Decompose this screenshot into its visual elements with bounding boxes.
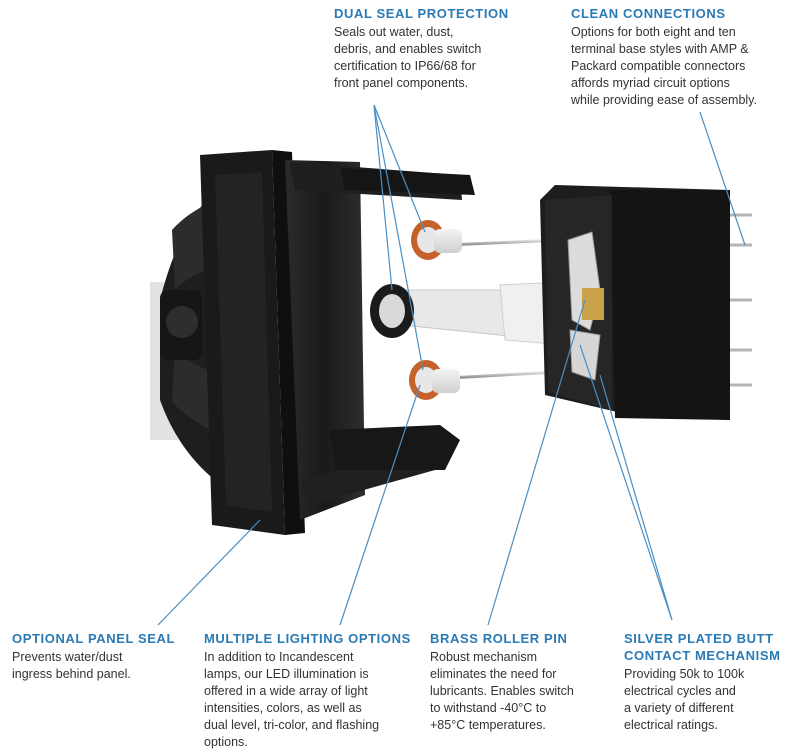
callout-title: BRASS ROLLER PIN xyxy=(430,631,568,646)
callout-body: In addition to Incandescent lamps, our L… xyxy=(204,650,380,749)
callout-multiple-lighting-options: MULTIPLE LIGHTING OPTIONS In addition to… xyxy=(204,630,414,751)
callout-title: DUAL SEAL PROTECTION xyxy=(334,6,509,21)
callout-title: CLEAN CONNECTIONS xyxy=(571,6,726,21)
callout-title: OPTIONAL PANEL SEAL xyxy=(12,631,176,646)
callout-clean-connections: CLEAN CONNECTIONS Options for both eight… xyxy=(571,5,791,109)
callout-title: MULTIPLE LIGHTING OPTIONS xyxy=(204,631,411,646)
callout-title: SILVER PLATED BUTT CONTACT MECHANISM xyxy=(624,631,781,663)
callout-dual-seal-protection: DUAL SEAL PROTECTION Seals out water, du… xyxy=(334,5,534,92)
bezel-frame xyxy=(200,150,475,535)
callout-optional-panel-seal: OPTIONAL PANEL SEAL Prevents water/dust … xyxy=(12,630,192,683)
center-light-pipe xyxy=(370,281,566,346)
bottom-lamp-assembly xyxy=(409,360,556,400)
callout-brass-roller-pin: BRASS ROLLER PIN Robust mechanism elimin… xyxy=(430,630,600,734)
callout-body: Robust mechanism eliminates the need for… xyxy=(430,650,574,732)
top-lamp-assembly xyxy=(411,220,561,260)
callout-body: Providing 50k to 100k electrical cycles … xyxy=(624,667,745,732)
contact-mechanism xyxy=(567,231,604,381)
callout-body: Prevents water/dust ingress behind panel… xyxy=(12,650,131,681)
leader-lines xyxy=(157,104,746,626)
callout-body: Options for both eight and ten terminal … xyxy=(571,25,757,107)
callout-silver-plated-butt-contact: SILVER PLATED BUTT CONTACT MECHANISM Pro… xyxy=(624,630,794,734)
callout-body: Seals out water, dust, debris, and enabl… xyxy=(334,25,482,90)
